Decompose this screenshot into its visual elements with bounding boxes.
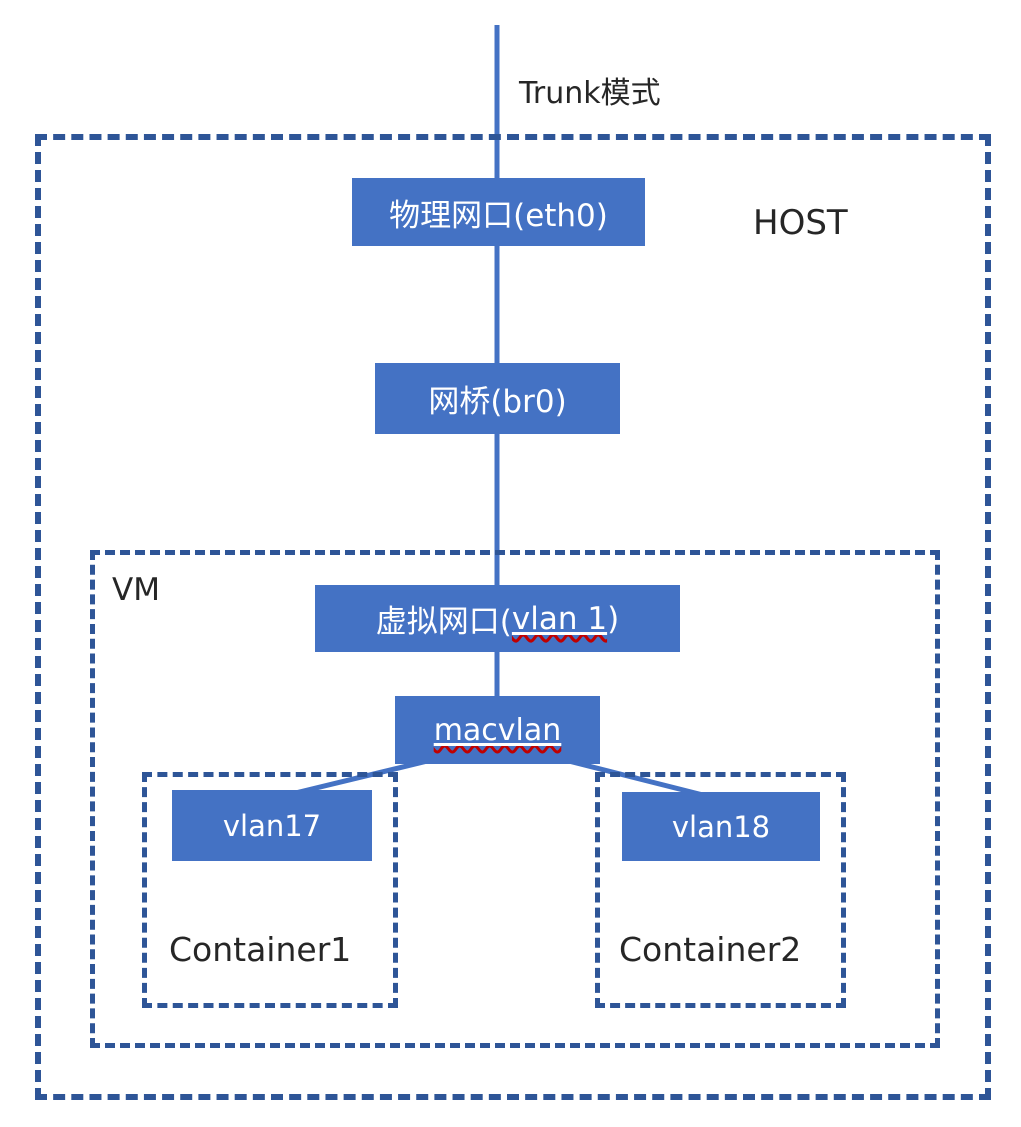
node-vlan17: vlan17 bbox=[172, 790, 372, 861]
host-label: HOST bbox=[753, 203, 848, 243]
node-macvlan: macvlan bbox=[395, 696, 600, 764]
node-bridge-br0-label: 网桥(br0) bbox=[428, 384, 567, 420]
node-virtual-nic-vlan-text: vlan 1 bbox=[511, 600, 608, 637]
node-virtual-nic-suffix: ) bbox=[607, 600, 620, 637]
trunk-mode-label: Trunk模式 bbox=[519, 76, 661, 111]
container1-boundary bbox=[142, 772, 398, 1008]
node-virtual-nic-prefix: 虚拟网口( bbox=[375, 604, 512, 640]
vm-label: VM bbox=[112, 572, 160, 608]
node-virtual-nic-vlan1: 虚拟网口(vlan 1) bbox=[315, 585, 680, 652]
node-vlan17-label: vlan17 bbox=[222, 808, 322, 843]
container1-label: Container1 bbox=[169, 930, 352, 969]
host-boundary bbox=[35, 134, 991, 1100]
vm-boundary bbox=[90, 550, 940, 1048]
node-macvlan-label-wrap: macvlan bbox=[433, 712, 562, 748]
container2-label: Container2 bbox=[619, 930, 802, 969]
node-physical-nic-eth0: 物理网口(eth0) bbox=[352, 178, 645, 246]
container2-boundary bbox=[595, 772, 846, 1008]
node-physical-nic-eth0-label: 物理网口(eth0) bbox=[389, 197, 608, 234]
node-vlan18-label: vlan18 bbox=[671, 809, 771, 844]
node-bridge-br0: 网桥(br0) bbox=[375, 363, 620, 434]
node-vlan18: vlan18 bbox=[622, 792, 820, 861]
